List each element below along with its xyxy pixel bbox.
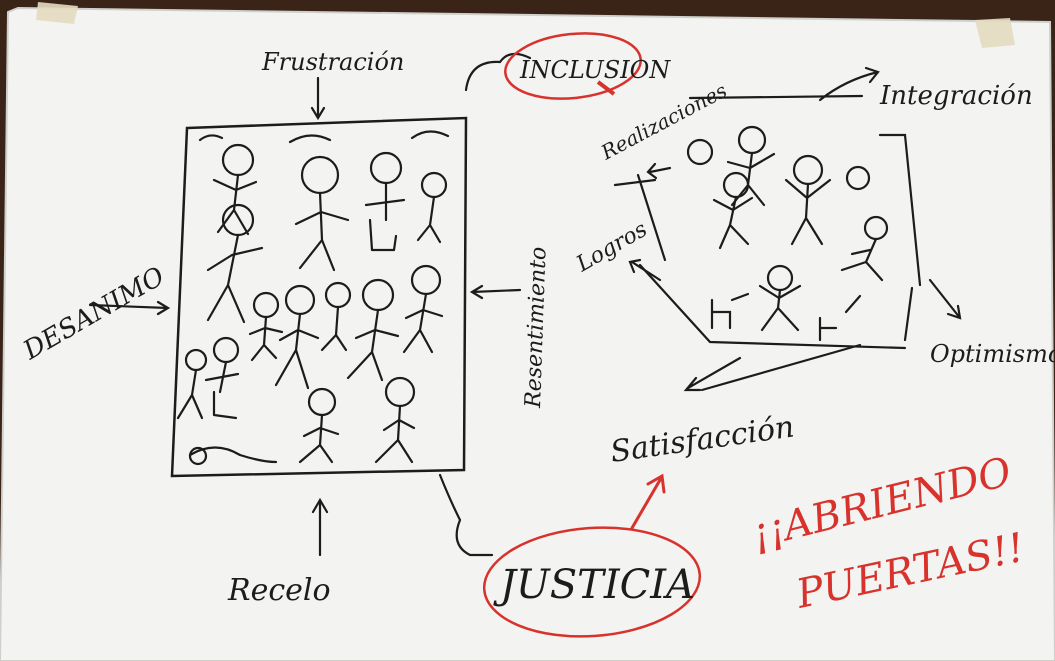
negative-box — [170, 116, 468, 478]
red-arrow — [630, 473, 666, 530]
sad-figures — [176, 130, 450, 466]
arrows-negative — [88, 52, 532, 557]
label-integracion: Integración — [879, 81, 1033, 111]
inclusion-ellipse — [504, 32, 642, 100]
arrows-positive — [628, 66, 962, 392]
justicia-ellipse — [482, 526, 702, 638]
label-frustracion: Frustración — [261, 48, 404, 76]
label-optimismo: Optimismo — [930, 340, 1055, 368]
tape-top-left — [36, 2, 78, 24]
happy-figures — [686, 125, 889, 342]
label-justicia: JUSTICIA — [493, 562, 695, 608]
doorway-lines — [613, 94, 922, 392]
label-inclusion: INCLUSION — [519, 56, 671, 84]
label-resentimiento: Resentimiento — [521, 246, 552, 409]
red-mark-inclusion — [596, 80, 616, 96]
tape-top-right — [975, 18, 1015, 48]
paper-sheet — [0, 6, 1055, 661]
label-recelo: Recelo — [227, 573, 331, 608]
